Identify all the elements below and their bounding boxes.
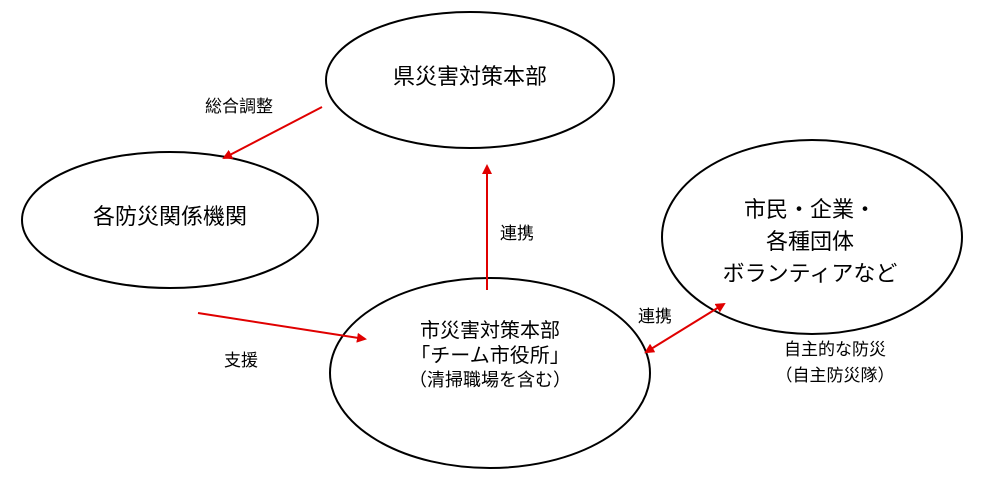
- edge-label-liaison-citizens: 連携: [638, 307, 672, 327]
- node-citizens-label: 市民・企業・ 各種団体 ボランティアなど: [655, 195, 965, 291]
- node-prefecture-ellipse: [325, 11, 615, 149]
- volunteer-note-line-1: 自主的な防災: [784, 340, 886, 360]
- edge-label-liaison-prefecture: 連携: [500, 224, 534, 244]
- node-city-ellipse: [329, 277, 651, 469]
- volunteer-note: 自主的な防災 （自主防災隊）: [760, 337, 910, 390]
- node-citizens-ellipse: [661, 139, 963, 335]
- volunteer-note-line-2: （自主防災隊）: [775, 366, 895, 387]
- node-city-label: 市災害対策本部 「チーム市役所」 （清掃職場を含む）: [340, 318, 640, 393]
- node-citizens-line-3: ボランティアなど: [722, 261, 898, 287]
- edge-label-support: 支援: [224, 351, 258, 371]
- node-prefecture-label: 県災害対策本部: [340, 64, 600, 92]
- arrow-support: [197, 312, 367, 343]
- node-city-line-1: 市災害対策本部: [420, 318, 560, 342]
- node-agencies-line: 各防災関係機関: [92, 205, 247, 230]
- node-agencies-label: 各防災関係機関: [20, 204, 320, 232]
- edge-label-coordination: 総合調整: [205, 97, 273, 117]
- node-citizens-line-2: 各種団体: [765, 229, 854, 255]
- node-city-line-2: 「チーム市役所」: [410, 343, 570, 367]
- arrow-liaison-citizens: [644, 302, 726, 354]
- arrow-coordination: [222, 106, 323, 159]
- node-citizens-line-1: 市民・企業・: [743, 198, 876, 223]
- node-agencies-ellipse: [21, 151, 319, 289]
- node-prefecture-line: 県災害対策本部: [392, 65, 547, 90]
- node-city-sub: （清掃職場を含む）: [409, 370, 571, 391]
